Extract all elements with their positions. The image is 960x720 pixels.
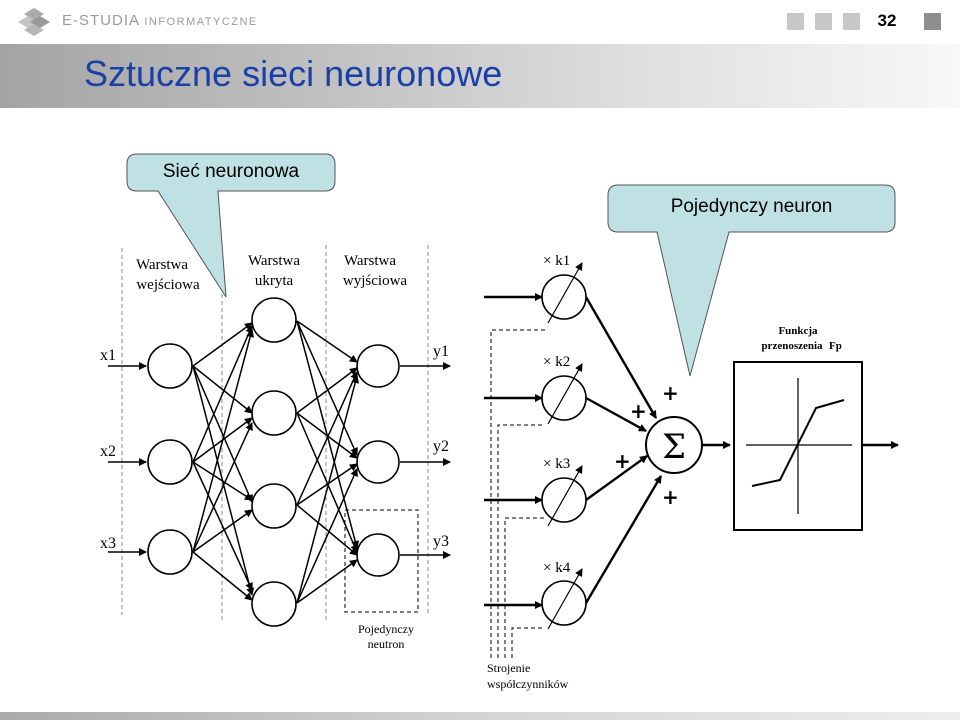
output-label: y3 bbox=[433, 533, 449, 550]
input-node bbox=[147, 439, 193, 485]
input-node bbox=[147, 529, 193, 575]
weight-node bbox=[541, 375, 587, 421]
weight-nodes bbox=[541, 274, 587, 626]
output-node bbox=[356, 344, 400, 388]
layer-label-input: Warstwa bbox=[136, 257, 188, 273]
weight-node bbox=[541, 274, 587, 320]
output-node bbox=[356, 440, 400, 484]
single-neuron-caption: Pojedynczy bbox=[358, 622, 414, 636]
single-neuron-caption: neutron bbox=[368, 637, 405, 651]
brand-main: E-STUDIA bbox=[62, 12, 140, 29]
layer-label-input: wejściowa bbox=[136, 277, 200, 293]
neuron-inputs bbox=[484, 293, 543, 609]
nav-square-4[interactable] bbox=[924, 13, 941, 30]
weight-adjust-arrows bbox=[547, 262, 583, 630]
weight-label: × k3 bbox=[543, 456, 570, 472]
transfer-title: Funkcja bbox=[778, 325, 818, 337]
sum-inputs bbox=[584, 296, 899, 604]
output-node bbox=[356, 533, 400, 577]
weight-node bbox=[541, 580, 587, 626]
page-number: 32 bbox=[877, 11, 897, 30]
weight-label: × k4 bbox=[543, 560, 571, 576]
plus-sign: + bbox=[662, 381, 679, 405]
callout-single-neuron-label: Pojedynczy neuron bbox=[670, 196, 833, 217]
plus-sign: + bbox=[630, 399, 647, 423]
plus-sign: + bbox=[614, 449, 631, 473]
sum-symbol: Σ bbox=[662, 427, 686, 467]
page-title: Sztuczne sieci neuronowe bbox=[84, 53, 503, 94]
top-bar: E-STUDIA INFORMATYCZNE 32 bbox=[0, 0, 960, 44]
brand-name: E-STUDIA INFORMATYCZNE bbox=[62, 12, 258, 29]
layer-label-output: Warstwa bbox=[344, 253, 396, 269]
nav-square-2[interactable] bbox=[815, 13, 832, 30]
logo-icon bbox=[18, 8, 50, 36]
network-layer-dividers bbox=[121, 245, 429, 620]
tuning-caption: Strojenie bbox=[487, 661, 530, 675]
plus-sign: + bbox=[662, 485, 679, 509]
footer-bar bbox=[0, 712, 960, 720]
sum-node bbox=[645, 416, 703, 474]
weight-label: × k1 bbox=[543, 253, 570, 269]
nav-square-1[interactable] bbox=[787, 13, 804, 30]
hidden-node bbox=[251, 297, 297, 343]
hidden-node bbox=[251, 581, 297, 627]
weight-node bbox=[541, 477, 587, 523]
layer-label-hidden: ukryta bbox=[255, 273, 294, 289]
callout-single-neuron bbox=[607, 184, 896, 377]
network-nodes bbox=[147, 297, 400, 627]
hidden-node bbox=[251, 483, 297, 529]
network-connections bbox=[108, 320, 451, 604]
output-label: y1 bbox=[433, 343, 449, 360]
callout-network-label: Sieć neuronowa bbox=[162, 161, 300, 182]
layer-label-hidden: Warstwa bbox=[248, 253, 300, 269]
layer-label-output: wyjściowa bbox=[343, 273, 407, 289]
weight-label: × k2 bbox=[543, 354, 570, 370]
output-label: y2 bbox=[433, 438, 449, 455]
tuning-caption: współczynników bbox=[487, 677, 569, 691]
transfer-symbol: Fp bbox=[829, 340, 842, 352]
single-neuron-box bbox=[344, 509, 419, 613]
brand-sub: INFORMATYCZNE bbox=[144, 16, 258, 28]
transfer-title: przenoszenia bbox=[761, 340, 823, 352]
title-bar bbox=[0, 44, 960, 108]
transfer-curve bbox=[751, 399, 845, 487]
input-node bbox=[147, 343, 193, 389]
input-label: x3 bbox=[100, 535, 116, 552]
input-label: x2 bbox=[100, 443, 116, 460]
hidden-node bbox=[251, 390, 297, 436]
callout-network bbox=[126, 153, 336, 298]
tuning-lines bbox=[490, 329, 545, 658]
input-label: x1 bbox=[100, 347, 116, 364]
nav-square-3[interactable] bbox=[843, 13, 860, 30]
